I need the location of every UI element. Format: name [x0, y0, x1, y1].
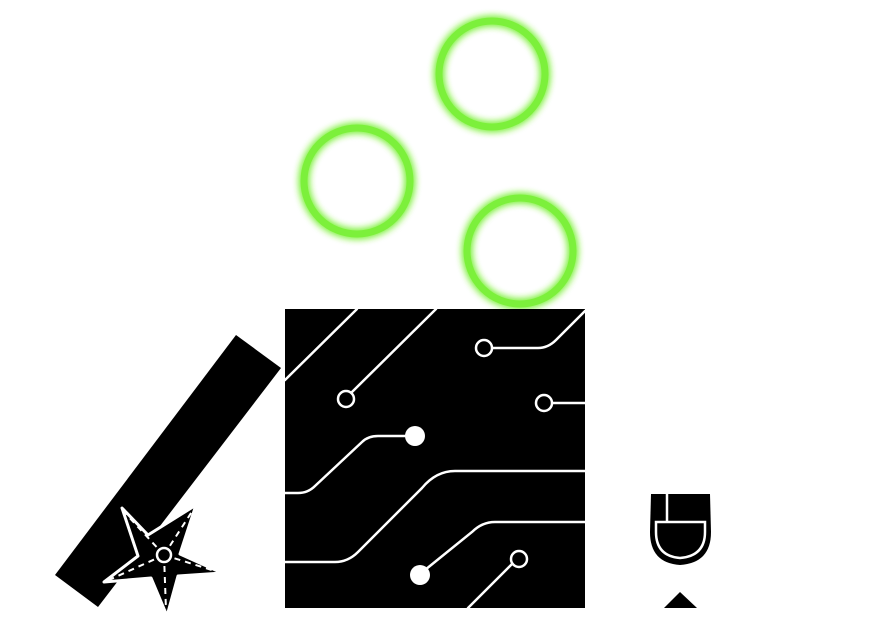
triangle-icon — [664, 592, 697, 608]
glowing-ring-icon — [463, 194, 577, 308]
starfish-icon — [102, 503, 224, 618]
glowing-ring-icon — [435, 17, 549, 131]
glowing-ring-icon — [300, 124, 414, 238]
cup-icon — [650, 494, 711, 565]
glowing-rings — [300, 17, 577, 308]
tilted-lid-icon — [55, 335, 281, 607]
circuit-board-icon — [283, 307, 587, 610]
